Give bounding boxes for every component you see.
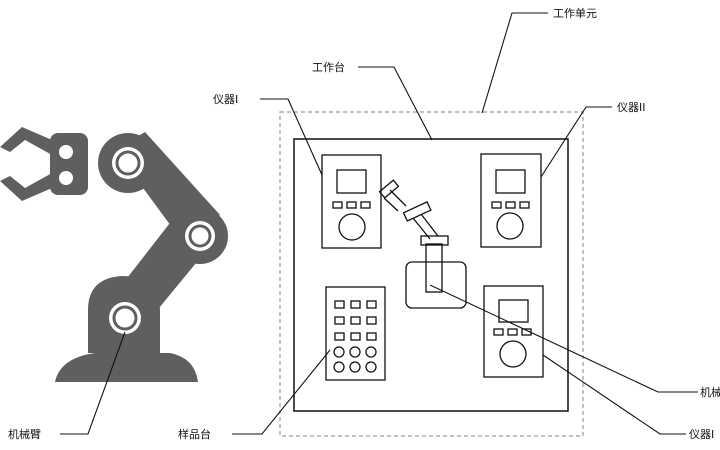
sample-stage bbox=[325, 286, 386, 381]
leader-lines bbox=[60, 12, 698, 435]
leader-instrument-1 bbox=[260, 98, 323, 176]
leader-manipulator bbox=[429, 284, 698, 393]
label-workbench: 工作台 bbox=[312, 60, 345, 74]
robot-joint-rings bbox=[112, 150, 212, 331]
leader-sample-stage bbox=[232, 349, 331, 435]
label-work-unit: 工作单元 bbox=[553, 7, 597, 20]
work-unit-boundary bbox=[279, 111, 584, 437]
label-instrument-2: 仪器II bbox=[617, 101, 646, 114]
instrument-2 bbox=[480, 153, 542, 248]
leader-workbench bbox=[358, 66, 433, 141]
manipulator-icon bbox=[378, 179, 467, 309]
instrument-3 bbox=[483, 285, 544, 378]
leader-work-unit bbox=[481, 12, 548, 114]
label-sample-stage: 样品台 bbox=[178, 427, 211, 441]
label-instrument-1: 仪器I bbox=[213, 93, 238, 106]
label-robot-arm: 机械臂 bbox=[8, 427, 41, 441]
label-instrument-3: 仪器I bbox=[689, 428, 714, 441]
leader-instrument-3 bbox=[542, 354, 686, 435]
leader-robot-arm bbox=[60, 331, 126, 435]
instrument-1 bbox=[321, 154, 382, 249]
leader-instrument-2 bbox=[540, 106, 612, 178]
label-manipulator: 机械 bbox=[700, 385, 720, 399]
